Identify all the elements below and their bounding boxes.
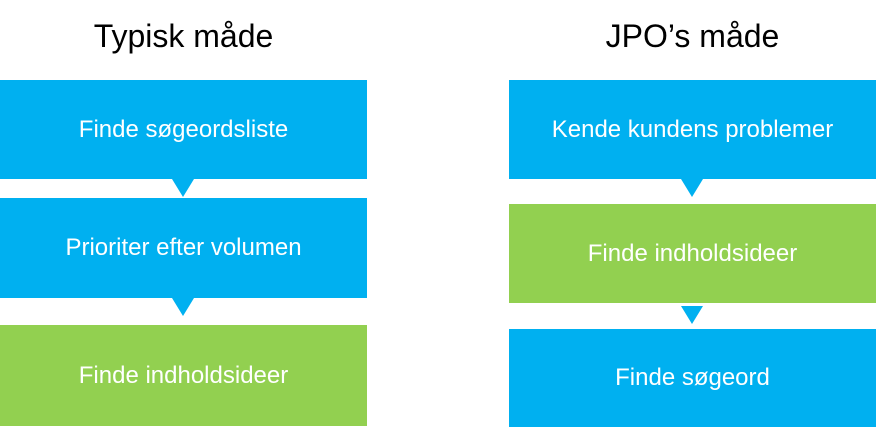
right-step-1: Kende kundens problemer xyxy=(509,80,876,179)
left-step-3: Finde indholdsideer xyxy=(0,325,367,426)
right-step-1-label: Kende kundens problemer xyxy=(551,115,834,143)
right-column-title: JPO’s måde xyxy=(605,18,780,54)
left-step-1: Finde søgeordsliste xyxy=(0,80,367,179)
right-step-3-label: Finde søgeord xyxy=(615,364,770,391)
left-arrow-1 xyxy=(172,179,194,197)
left-step-2: Prioriter efter volumen xyxy=(0,198,367,298)
right-step-3: Finde søgeord xyxy=(509,329,876,427)
left-step-1-label: Finde søgeordsliste xyxy=(78,115,289,143)
left-arrow-2 xyxy=(172,298,194,316)
left-step-3-label: Finde indholdsideer xyxy=(78,361,289,389)
left-step-2-label: Prioriter efter volumen xyxy=(65,234,302,261)
left-column-title: Typisk måde xyxy=(93,18,274,54)
right-arrow-2 xyxy=(681,306,703,324)
right-step-2: Finde indholdsideer xyxy=(509,204,876,303)
right-step-2-label: Finde indholdsideer xyxy=(587,239,798,267)
right-arrow-1 xyxy=(681,179,703,197)
